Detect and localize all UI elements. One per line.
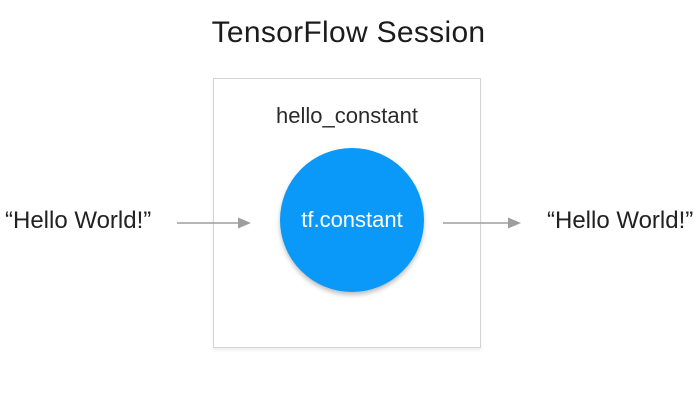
node-label: hello_constant [276,103,418,128]
slide-title: TensorFlow Session [211,16,486,49]
input-arrow-icon [177,216,251,230]
output-arrow-icon [443,216,521,230]
tf-constant-node: tf.constant [280,148,424,292]
node-text: tf.constant [301,207,403,232]
output-value-label: “Hello World!” [547,207,694,234]
input-value-label: “Hello World!” [5,207,152,234]
